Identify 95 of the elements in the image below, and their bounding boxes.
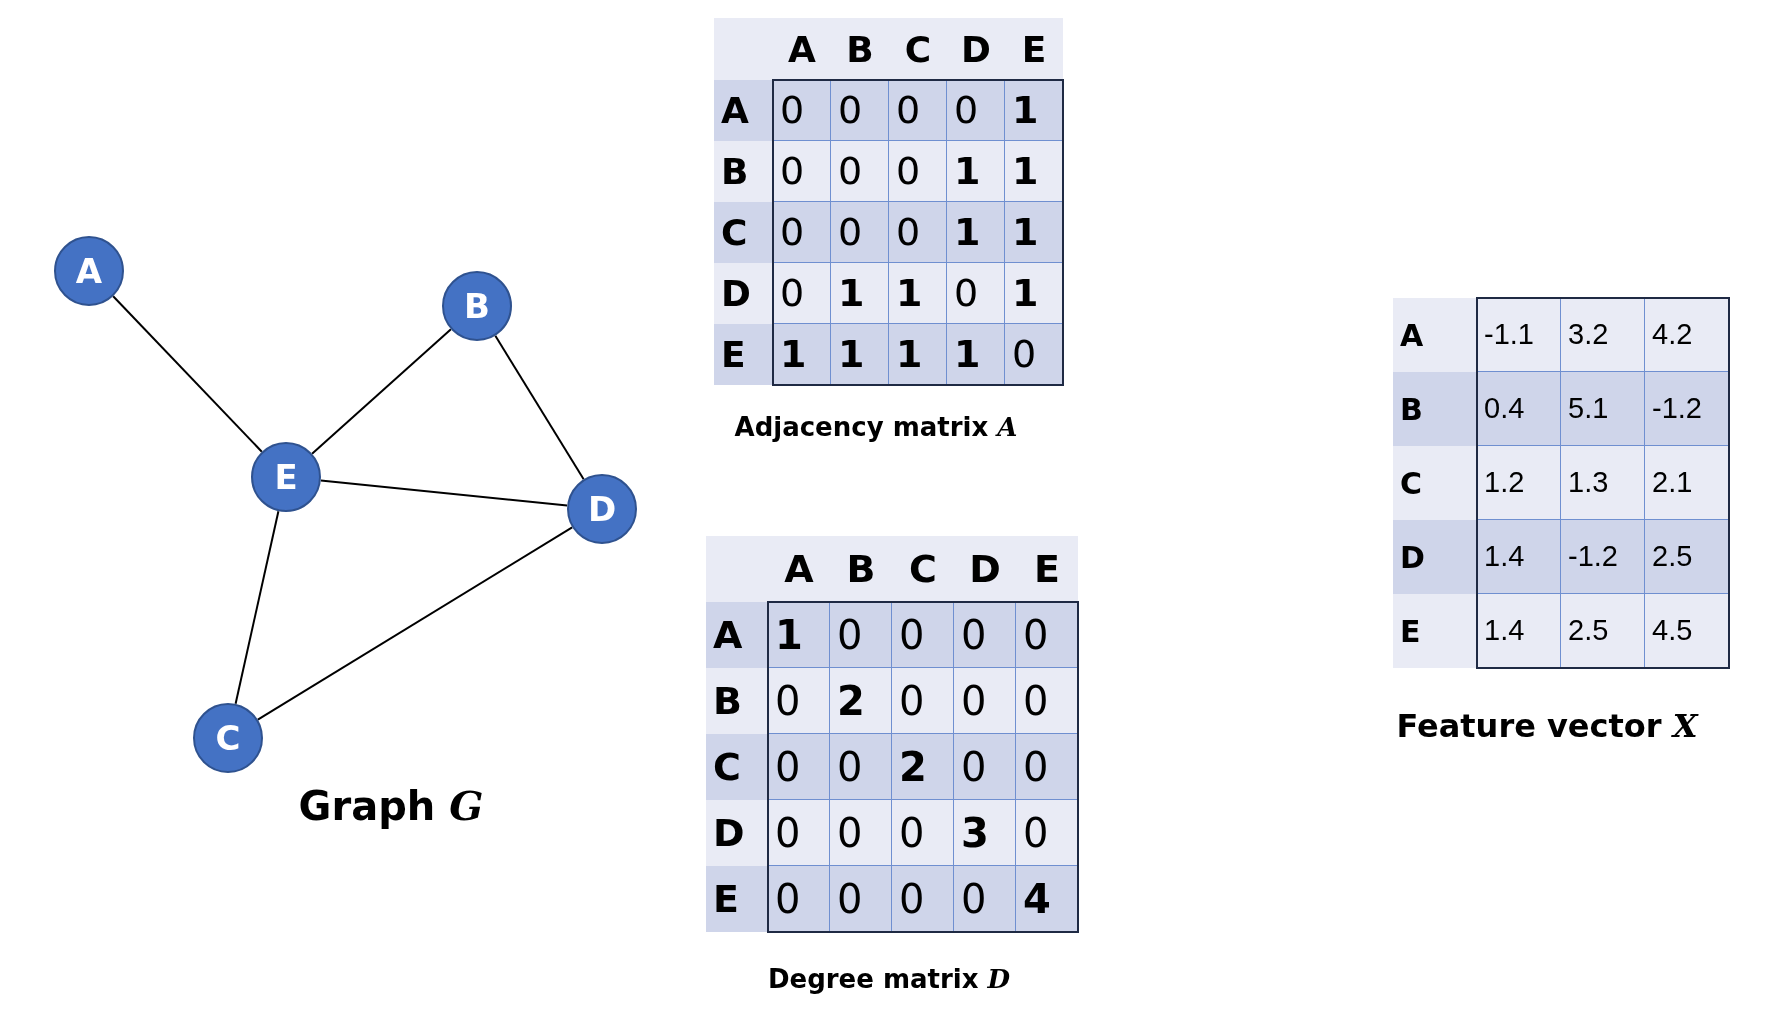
matrix-cell: 0	[954, 734, 1016, 800]
matrix-cell: 0	[1016, 602, 1078, 668]
matrix-cell: 0	[889, 80, 947, 141]
matrix-cell: 1	[831, 324, 889, 385]
graph-node: A	[54, 236, 124, 306]
graph-edge	[112, 295, 263, 453]
matrix-cell: 0	[830, 734, 892, 800]
feature-value: 1.4	[1477, 594, 1561, 668]
feature-value: 2.5	[1561, 594, 1645, 668]
matrix-cell: 2	[830, 668, 892, 734]
graph-node: E	[251, 442, 321, 512]
matrix-cell: 0	[954, 668, 1016, 734]
matrix-cell: 1	[947, 141, 1005, 202]
row-header: C	[706, 734, 768, 800]
row-header: D	[706, 800, 768, 866]
feature-value: -1.2	[1645, 372, 1729, 446]
matrix-cell: 0	[830, 800, 892, 866]
feature-value: 4.5	[1645, 594, 1729, 668]
feature-vector-caption: Feature vector X	[1396, 707, 1698, 745]
matrix-cell: 0	[1016, 668, 1078, 734]
matrix-cell: 0	[773, 80, 831, 141]
matrix-cell: 0	[954, 866, 1016, 932]
matrix-cell: 1	[947, 324, 1005, 385]
feature-value: 2.5	[1645, 520, 1729, 594]
matrix-cell: 1	[889, 324, 947, 385]
matrix-cell: 0	[831, 202, 889, 263]
matrix-cell: 0	[892, 602, 954, 668]
matrix-cell: 0	[892, 800, 954, 866]
matrix-cell: 0	[947, 80, 1005, 141]
matrix-cell: 0	[892, 668, 954, 734]
matrix-cell: 0	[954, 602, 1016, 668]
graph-edge	[494, 334, 585, 481]
matrix-cell: 0	[889, 141, 947, 202]
matrix-cell: 0	[831, 141, 889, 202]
matrix-cell: 1	[1005, 263, 1063, 324]
matrix-cell: 1	[773, 324, 831, 385]
matrix-cell: 1	[831, 263, 889, 324]
graph-node: D	[567, 474, 637, 544]
feature-value: 1.2	[1477, 446, 1561, 520]
row-header: D	[1393, 520, 1477, 594]
matrix-cell: 3	[954, 800, 1016, 866]
matrix-cell: 1	[1005, 80, 1063, 141]
matrix-cell: 0	[768, 734, 830, 800]
graph-node: B	[442, 271, 512, 341]
matrix-cell: 0	[889, 202, 947, 263]
matrix-cell: 1	[889, 263, 947, 324]
row-header: C	[1393, 446, 1477, 520]
matrix-cell: 1	[1005, 141, 1063, 202]
row-header: D	[714, 263, 773, 324]
matrix-cell: 0	[773, 263, 831, 324]
matrix-cell: 4	[1016, 866, 1078, 932]
matrix-cell: 1	[1005, 202, 1063, 263]
adjacency-matrix-caption: Adjacency matrix A	[734, 412, 1018, 442]
matrix-cell: 1	[947, 202, 1005, 263]
matrix-cell: 0	[768, 800, 830, 866]
matrix-cell: 0	[1005, 324, 1063, 385]
row-header: B	[1393, 372, 1477, 446]
matrix-cell: 0	[768, 866, 830, 932]
graph-edge	[311, 328, 452, 455]
degree-matrix-caption: Degree matrix D	[767, 964, 1011, 994]
row-header: E	[714, 324, 773, 385]
row-header: A	[714, 80, 773, 141]
row-header: A	[1393, 298, 1477, 372]
matrix-cell: 2	[892, 734, 954, 800]
graph-caption: Graph G	[298, 782, 484, 829]
feature-value: -1.1	[1477, 298, 1561, 372]
feature-value: 0.4	[1477, 372, 1561, 446]
row-header: E	[706, 866, 768, 932]
matrix-cell: 0	[831, 80, 889, 141]
matrix-cell: 0	[1016, 800, 1078, 866]
matrix-cell: 0	[1016, 734, 1078, 800]
matrix-cell: 0	[830, 866, 892, 932]
feature-value: 1.3	[1561, 446, 1645, 520]
feature-value: 2.1	[1645, 446, 1729, 520]
graph-edge	[256, 526, 574, 721]
row-header: A	[706, 602, 768, 668]
graph-node: C	[193, 703, 263, 773]
matrix-cell: 0	[830, 602, 892, 668]
row-header: C	[714, 202, 773, 263]
matrix-cell: 0	[773, 141, 831, 202]
graph-edge	[319, 479, 569, 507]
matrix-cell: 1	[768, 602, 830, 668]
matrix-cell: 0	[768, 668, 830, 734]
feature-value: 4.2	[1645, 298, 1729, 372]
row-header: B	[714, 141, 773, 202]
row-header: E	[1393, 594, 1477, 668]
feature-value: 5.1	[1561, 372, 1645, 446]
feature-value: -1.2	[1561, 520, 1645, 594]
matrix-cell: 0	[773, 202, 831, 263]
feature-value: 1.4	[1477, 520, 1561, 594]
graph-edge	[234, 510, 280, 705]
feature-value: 3.2	[1561, 298, 1645, 372]
matrix-cell: 0	[892, 866, 954, 932]
row-header: B	[706, 668, 768, 734]
matrix-cell: 0	[947, 263, 1005, 324]
